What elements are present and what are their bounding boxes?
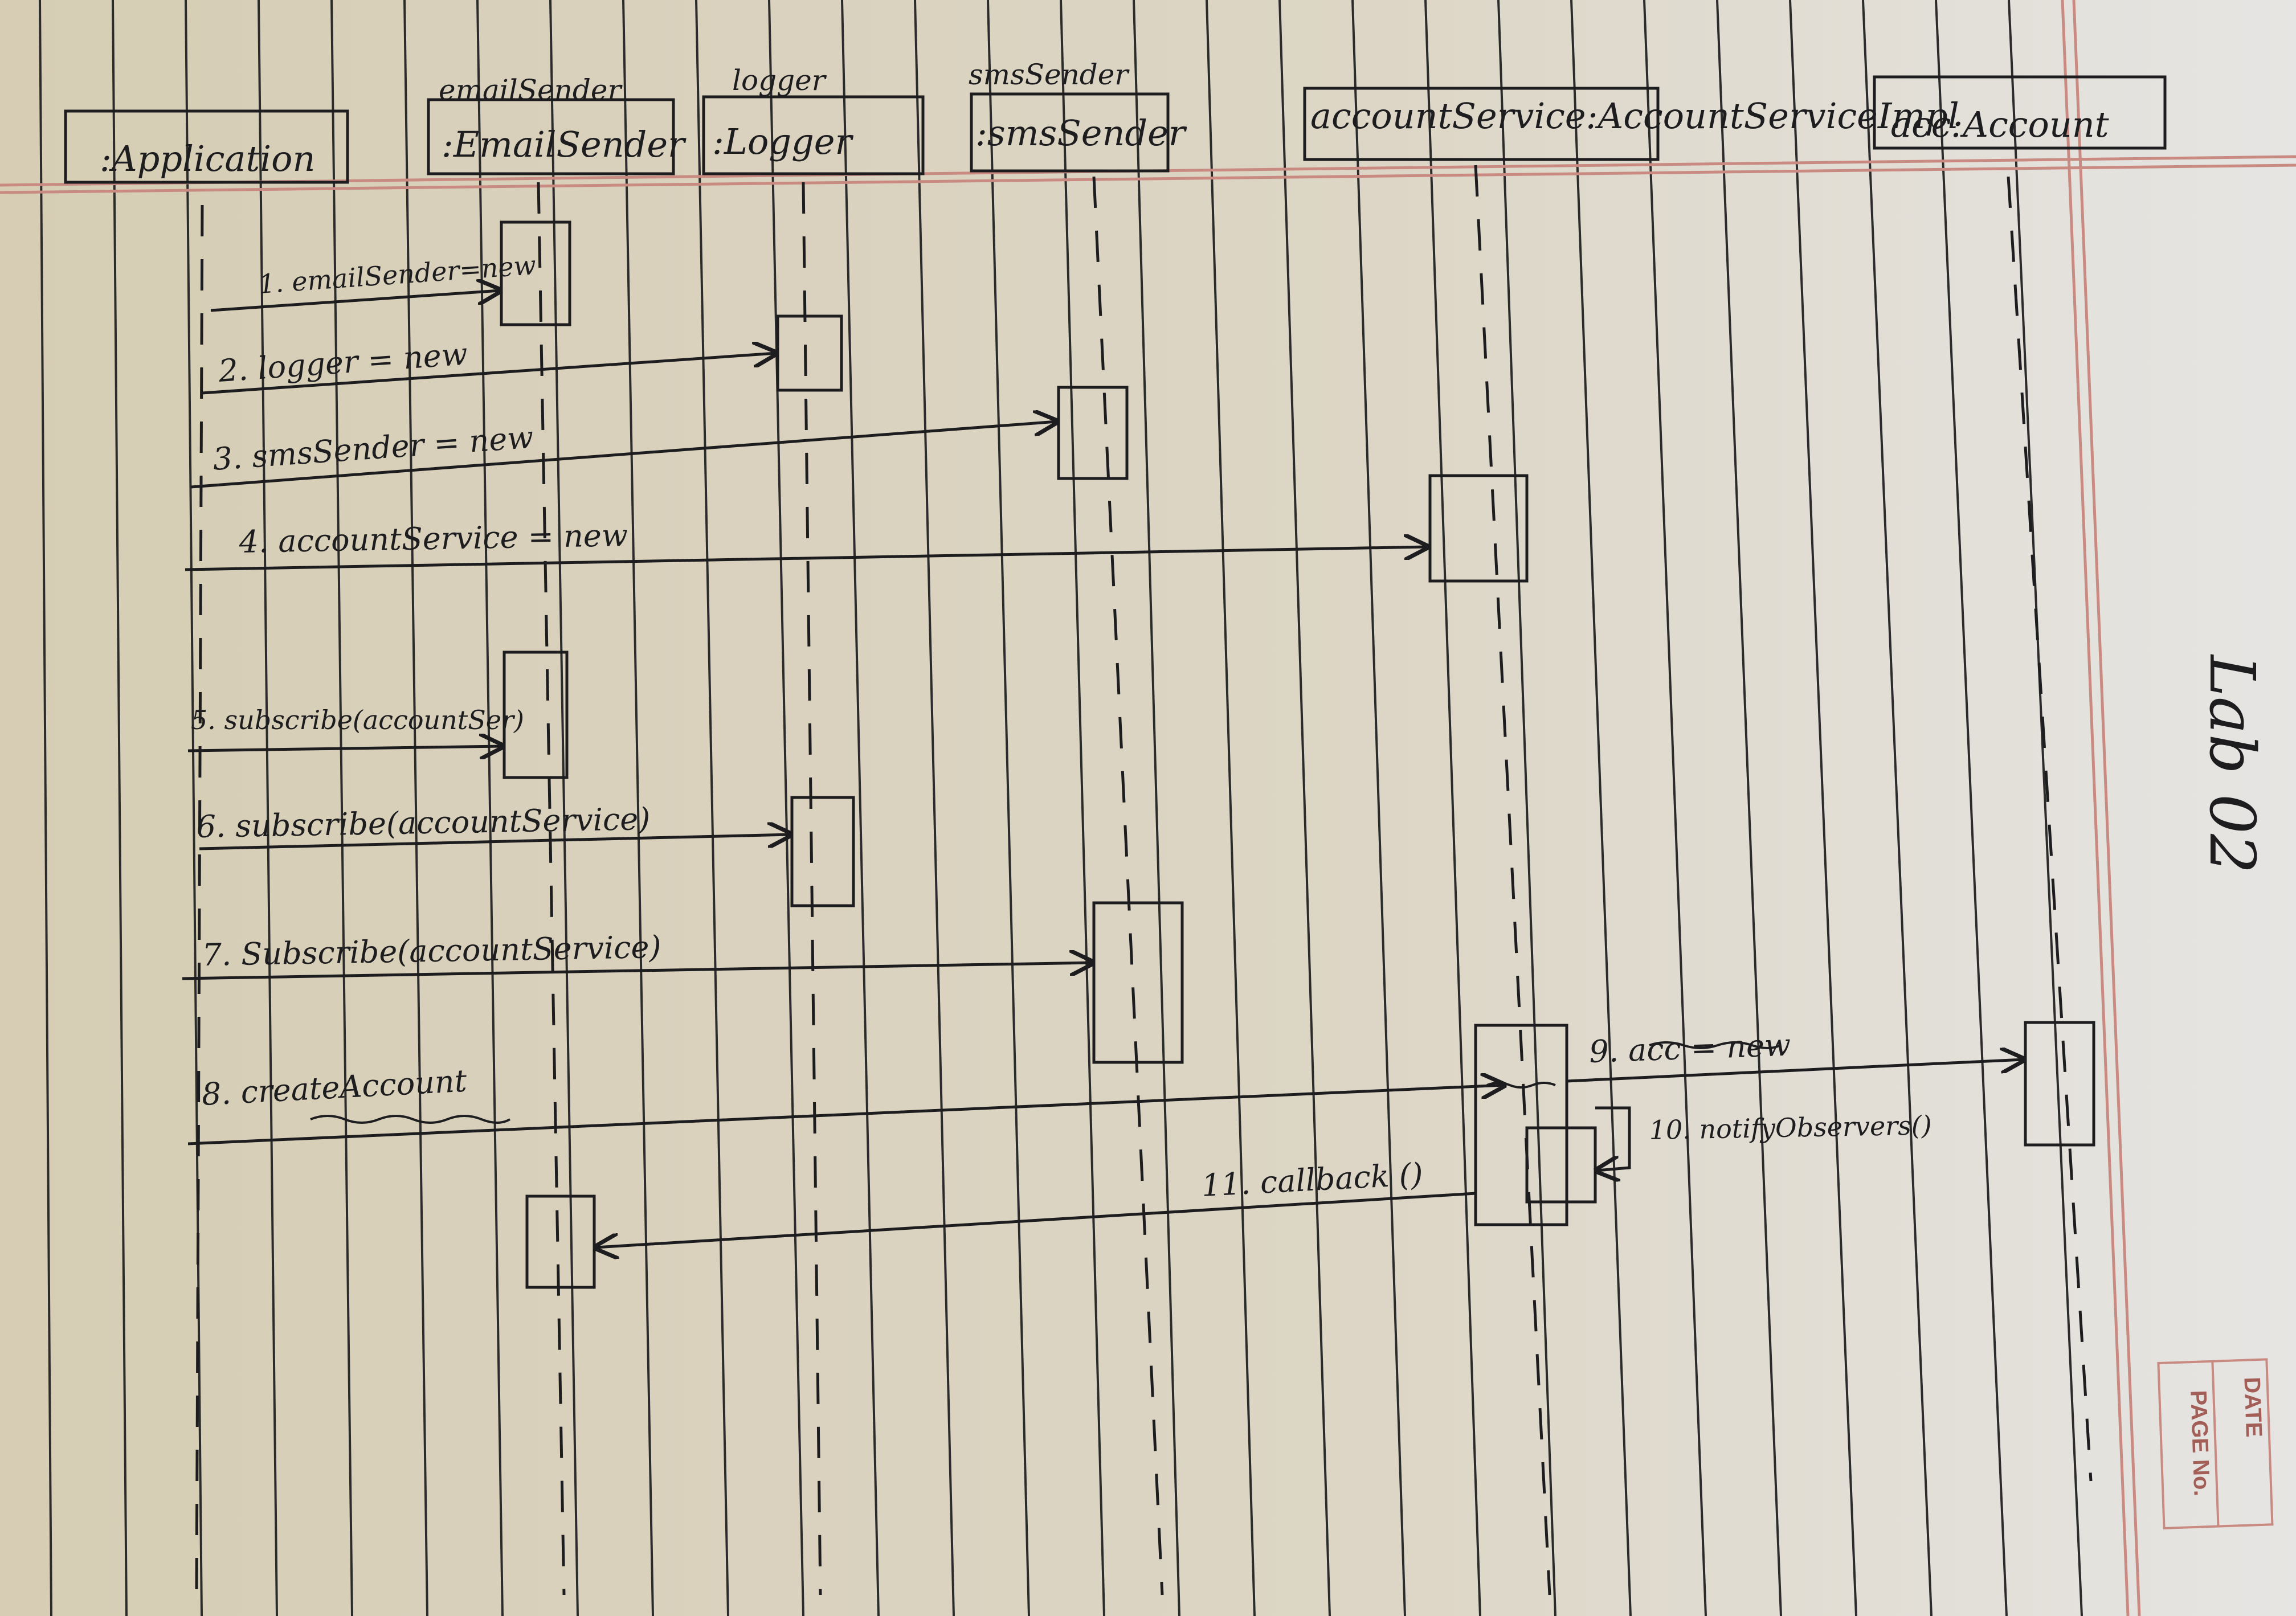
- message-5-label: 5. subscribe(accountSer): [191, 705, 524, 735]
- message-7-arrow: [182, 963, 1093, 980]
- message-7-label: 7. Subscribe(accountService): [202, 929, 661, 973]
- rule-line: [549, 0, 579, 1616]
- lifeline-header-sms: [970, 92, 1170, 173]
- message-4-label: 4. accountService = new: [238, 517, 628, 560]
- rule-line: [1133, 0, 1180, 1616]
- lifeline-name-sms: smsSender: [969, 58, 1130, 91]
- lifeline-label-acctsvc: accountService:AccountServiceImpl: [1310, 95, 1959, 137]
- message-9-arrow: [1566, 1059, 2024, 1083]
- rule-line: [1497, 0, 1556, 1616]
- lifeline-header-acctsvc: [1303, 87, 1660, 161]
- lifeline-label-app: :Application: [100, 138, 315, 179]
- rule-line: [403, 0, 428, 1616]
- lifeline-email: [537, 182, 566, 1595]
- activation-email-2: [502, 651, 569, 779]
- lifeline-header-app: [64, 109, 349, 184]
- message-6-arrow: [199, 834, 791, 850]
- rule-line: [1351, 0, 1406, 1616]
- rule-line: [1935, 0, 2008, 1616]
- rule-line: [1278, 0, 1331, 1616]
- rule-line: [476, 0, 504, 1616]
- crossed-out-scribbles: [310, 1041, 1781, 1124]
- message-11-arrow: [595, 1192, 1476, 1247]
- rule-line: [185, 0, 203, 1616]
- activation-logger-2: [790, 796, 855, 907]
- rule-line: [914, 0, 955, 1616]
- activation-sms-2: [1092, 901, 1184, 1064]
- date-label: DATE: [2239, 1377, 2266, 1438]
- message-3-arrow: [190, 422, 1057, 489]
- message-8-arrow: [187, 1085, 1504, 1145]
- rule-line: [330, 0, 353, 1616]
- lifeline-acctsvc: [1474, 165, 1551, 1595]
- message-5-arrow: [187, 746, 502, 751]
- rule-line: [768, 0, 804, 1616]
- date-page-stamp: PAGE No. DATE: [2157, 1358, 2274, 1529]
- activation-acctsvc-1: [1428, 474, 1529, 583]
- message-9-label: 9. acc = new: [1588, 1027, 1791, 1070]
- activation-email-1: [500, 220, 571, 326]
- message-6-label: 6. subscribe(accountService): [196, 801, 651, 845]
- rule-line: [1570, 0, 1632, 1616]
- lifeline-logger: [802, 182, 822, 1595]
- notebook-rules: [39, 0, 2083, 1616]
- lifeline-label-acc: acc:Account: [1890, 104, 2109, 145]
- rule-line: [2008, 0, 2083, 1616]
- lifeline-label-logger: :Logger: [712, 121, 853, 162]
- rule-line: [1789, 0, 1857, 1616]
- lifeline-header-logger: [702, 95, 925, 175]
- page-no-label: PAGE No.: [2185, 1390, 2214, 1496]
- lifeline-name-logger: logger: [732, 64, 827, 97]
- message-1-arrow: [210, 291, 500, 312]
- message-10-label: 10. notifyObservers(): [1649, 1110, 1932, 1145]
- rule-line: [1060, 0, 1105, 1616]
- lifeline-header-acc: [1873, 75, 2167, 150]
- message-2-arrow: [202, 353, 776, 395]
- activation-acc: [2024, 1021, 2095, 1147]
- rule-line: [1643, 0, 1707, 1616]
- rule-line: [987, 0, 1030, 1616]
- lifeline-header-email: [427, 98, 675, 175]
- activation-acctsvc-2: [1474, 1024, 1568, 1226]
- message-4-arrow: [185, 547, 1427, 571]
- margin-note: Lab 02: [2196, 654, 2269, 874]
- rule-line: [1716, 0, 1782, 1616]
- rule-line: [841, 0, 880, 1616]
- rule-line: [622, 0, 654, 1616]
- message-10-arrow: [1595, 1106, 1631, 1171]
- lifeline-sms: [1092, 176, 1164, 1595]
- rule-line: [1424, 0, 1481, 1616]
- rule-line: [258, 0, 278, 1616]
- rule-line: [695, 0, 729, 1616]
- rule-line: [1862, 0, 1933, 1616]
- lifeline-name-email: emailSender: [439, 73, 623, 107]
- lifeline-acc: [2007, 176, 2093, 1482]
- rule-line: [1206, 0, 1256, 1616]
- rule-line: [39, 0, 52, 1616]
- rule-line: [112, 0, 128, 1616]
- lifeline-app: [195, 204, 204, 1595]
- lifeline-label-email: :EmailSender: [442, 124, 687, 165]
- lifeline-label-sms: :smsSender: [975, 112, 1187, 154]
